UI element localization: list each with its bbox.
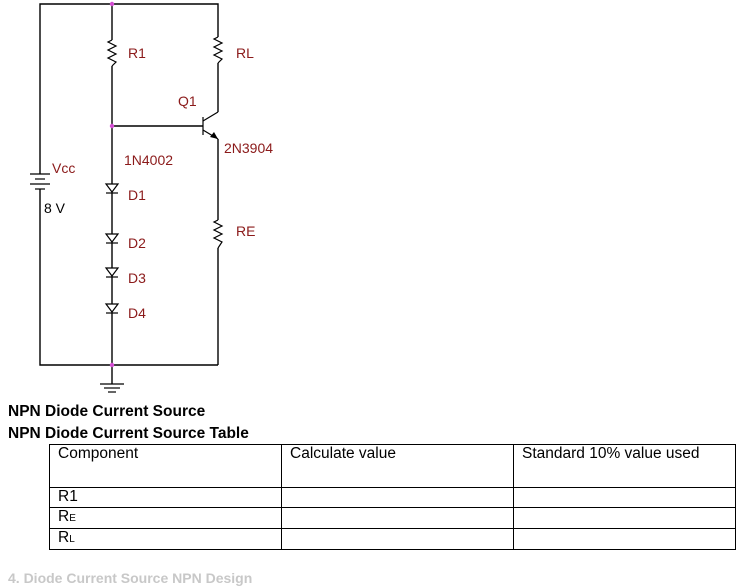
calculate-value-cell[interactable] bbox=[281, 507, 514, 529]
table-row: RL bbox=[49, 528, 736, 550]
vcc-value-label: 8 V bbox=[44, 200, 66, 216]
rl-resistor-symbol bbox=[212, 36, 224, 64]
component-cell: R1 bbox=[49, 487, 282, 508]
diode-part-label: 1N4002 bbox=[124, 152, 173, 168]
q1-transistor-symbol bbox=[202, 111, 219, 140]
junction-node-bottom bbox=[109, 362, 115, 368]
standard-value-cell[interactable] bbox=[513, 507, 736, 529]
vcc-label: Vcc bbox=[52, 160, 75, 176]
d3-diode-symbol bbox=[104, 267, 120, 280]
re-label: RE bbox=[236, 223, 255, 239]
d3-label: D3 bbox=[128, 270, 146, 286]
d2-diode-symbol bbox=[104, 233, 120, 246]
circuit-schematic: R1 RL Q1 2N3904 1N4002 Vcc 8 V D1 RE D2 … bbox=[30, 1, 273, 393]
re-resistor-symbol bbox=[212, 219, 224, 249]
table-row: R1 bbox=[49, 487, 736, 508]
component-table: Component Calculate value Standard 10% v… bbox=[49, 444, 736, 550]
rl-label: RL bbox=[236, 45, 254, 61]
standard-value-cell[interactable] bbox=[513, 487, 736, 508]
r1-resistor-symbol bbox=[106, 39, 118, 67]
calculate-value-cell[interactable] bbox=[281, 487, 514, 508]
d2-label: D2 bbox=[128, 235, 146, 251]
standard-value-cell[interactable] bbox=[513, 528, 736, 550]
r1-label: R1 bbox=[128, 45, 146, 61]
q1-label: Q1 bbox=[178, 93, 197, 109]
column-header-calculate: Calculate value bbox=[281, 444, 514, 488]
transistor-part-label: 2N3904 bbox=[224, 140, 273, 156]
table-row: RE bbox=[49, 507, 736, 529]
component-cell: RL bbox=[49, 528, 282, 550]
column-header-standard: Standard 10% value used bbox=[513, 444, 736, 488]
circuit-wires bbox=[39, 3, 219, 384]
vcc-battery-symbol bbox=[30, 173, 50, 192]
table-heading: NPN Diode Current Source Table bbox=[8, 425, 249, 442]
d4-diode-symbol bbox=[104, 303, 120, 316]
d1-label: D1 bbox=[128, 187, 146, 203]
section-heading: NPN Diode Current Source bbox=[8, 403, 206, 420]
cut-off-footer-text: 4. Diode Current Source NPN Design bbox=[8, 570, 253, 586]
d1-diode-symbol bbox=[104, 183, 120, 196]
table-header-row: Component Calculate value Standard 10% v… bbox=[49, 444, 736, 488]
component-cell: RE bbox=[49, 507, 282, 529]
ground-symbol bbox=[100, 383, 124, 393]
d4-label: D4 bbox=[128, 305, 146, 321]
column-header-component: Component bbox=[49, 444, 282, 488]
junction-node-top bbox=[109, 1, 115, 7]
calculate-value-cell[interactable] bbox=[281, 528, 514, 550]
junction-node-base bbox=[109, 123, 115, 129]
